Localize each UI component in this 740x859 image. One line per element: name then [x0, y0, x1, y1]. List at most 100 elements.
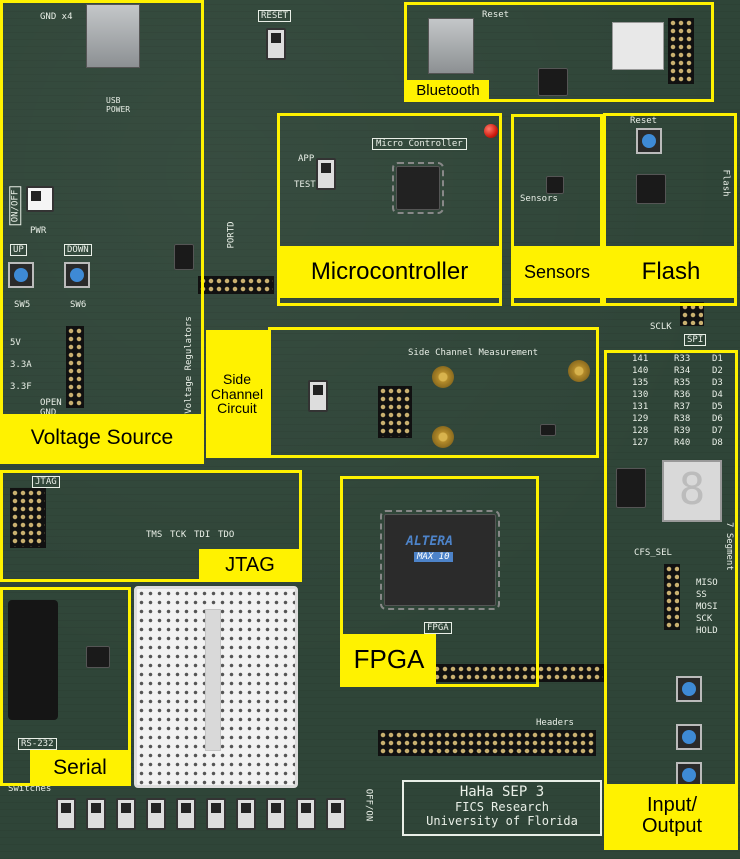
usb-connector: [86, 4, 140, 68]
micro-controller-silk: Micro Controller: [372, 138, 467, 150]
ss-silk: SS: [696, 590, 707, 600]
app-test-switch[interactable]: [316, 158, 336, 190]
spi-silk: SPI: [684, 334, 707, 346]
bt-reset-silk: Reset: [482, 10, 510, 20]
io-led-4: D4: [712, 390, 723, 400]
on-off-silk: ON/OFF: [9, 186, 22, 226]
flash-reset-button[interactable]: [636, 128, 662, 154]
io-pin-2: 140: [632, 366, 649, 376]
max10-silk: MAX 10: [414, 552, 453, 562]
rs232-silk: RS-232: [18, 738, 57, 750]
io-chip: [616, 468, 646, 508]
dip-switch-2[interactable]: [86, 798, 106, 830]
gnd-x4-silk: GND x4: [40, 12, 73, 22]
board-title-plate: HaHa SEP 3 FICS Research University of F…: [402, 780, 602, 836]
bluetooth-chip: [538, 68, 568, 96]
io-led-5: D5: [712, 402, 723, 412]
altera-silk: ALTERA: [406, 534, 453, 549]
io-button-3[interactable]: [676, 762, 702, 788]
usb-power-silk: USB POWER: [106, 96, 131, 114]
test-silk: TEST: [294, 180, 316, 190]
reset-switch[interactable]: [266, 28, 286, 60]
bluetooth-label: Bluetooth: [407, 80, 489, 102]
io-pin-7: 128: [632, 426, 649, 436]
gnd-silk: GND: [40, 408, 57, 418]
flash-chip: [636, 174, 666, 204]
sensors-silk: Sensors: [520, 194, 558, 204]
v5-silk: 5V: [10, 338, 21, 348]
seven-segment-digit: 8: [678, 464, 706, 515]
io-led-6: D6: [712, 414, 723, 424]
dip-switch-4[interactable]: [146, 798, 166, 830]
io-pin-8: 127: [632, 438, 649, 448]
flash-label: Flash: [606, 246, 736, 298]
regulator-chip: [174, 244, 194, 270]
tck-silk: TCK: [170, 530, 187, 540]
hold-silk: HOLD: [696, 626, 718, 636]
io-pin-1: 141: [632, 354, 649, 364]
io-button-1[interactable]: [676, 676, 702, 702]
microcontroller-chip: [392, 162, 444, 214]
board-org: FICS Research: [455, 800, 549, 814]
io-led-8: D8: [712, 438, 723, 448]
down-button[interactable]: [64, 262, 90, 288]
sensor-chip: [546, 176, 564, 194]
up-button[interactable]: [8, 262, 34, 288]
dip-switch-1[interactable]: [56, 798, 76, 830]
io-ref-4: R36: [674, 390, 691, 400]
off-on-silk: OFF/ON: [363, 788, 374, 822]
down-silk: DOWN: [64, 244, 92, 256]
side-channel-measurement-silk: Side Channel Measurement: [408, 348, 539, 358]
bluetooth-header: [668, 18, 694, 84]
sma-connector-2: [432, 426, 454, 448]
side-channel-label: Side Channel Circuit: [206, 330, 268, 458]
v33-silk: 3.3A: [10, 360, 32, 370]
breadboard: [134, 586, 298, 788]
cfs-sel-silk: CFS_SEL: [634, 548, 672, 558]
v33f-silk: 3.3F: [10, 382, 32, 392]
pwr-silk: PWR: [30, 226, 47, 236]
dip-switch-8[interactable]: [266, 798, 286, 830]
io-ref-2: R34: [674, 366, 691, 376]
reset-silk: RESET: [258, 10, 292, 22]
fpga-label: FPGA: [342, 634, 436, 686]
side-channel-header: [378, 386, 412, 438]
serial-label: Serial: [30, 750, 130, 786]
fpga-silk: FPGA: [424, 622, 452, 634]
sck-silk: SCK: [696, 614, 713, 624]
io-led-1: D1: [712, 354, 723, 364]
flash-silk: Flash: [720, 169, 731, 197]
header-row-top: [408, 664, 604, 682]
io-led-7: D7: [712, 426, 723, 436]
dip-switch-9[interactable]: [296, 798, 316, 830]
portd-silk: PORTD: [226, 221, 237, 249]
dip-switch-6[interactable]: [206, 798, 226, 830]
io-pin-3: 135: [632, 378, 649, 388]
io-ref-7: R39: [674, 426, 691, 436]
sclk-silk: SCLK: [650, 322, 672, 332]
red-led: [484, 124, 498, 138]
voltage-regulators-silk: Voltage Regulators: [183, 316, 194, 414]
dip-switch-5[interactable]: [176, 798, 196, 830]
app-silk: APP: [298, 154, 315, 164]
voltage-select-header: [66, 326, 84, 408]
jtag-header: [10, 488, 46, 548]
bluetooth-usb-connector: [428, 18, 474, 74]
dip-switch-7[interactable]: [236, 798, 256, 830]
side-channel-chip: [540, 424, 556, 436]
power-switch[interactable]: [26, 186, 54, 212]
io-button-2[interactable]: [676, 724, 702, 750]
sensors-label: Sensors: [513, 246, 601, 298]
sw6-silk: SW6: [70, 300, 87, 310]
dip-switch-3[interactable]: [116, 798, 136, 830]
io-led-3: D3: [712, 378, 723, 388]
tdo-silk: TDO: [218, 530, 235, 540]
tdi-silk: TDI: [194, 530, 211, 540]
header-row-bottom: [378, 730, 596, 756]
input-output-label: Input/ Output: [607, 784, 737, 848]
side-channel-switch[interactable]: [308, 380, 328, 412]
miso-silk: MISO: [696, 578, 718, 588]
sw5-silk: SW5: [14, 300, 31, 310]
dip-switch-10[interactable]: [326, 798, 346, 830]
